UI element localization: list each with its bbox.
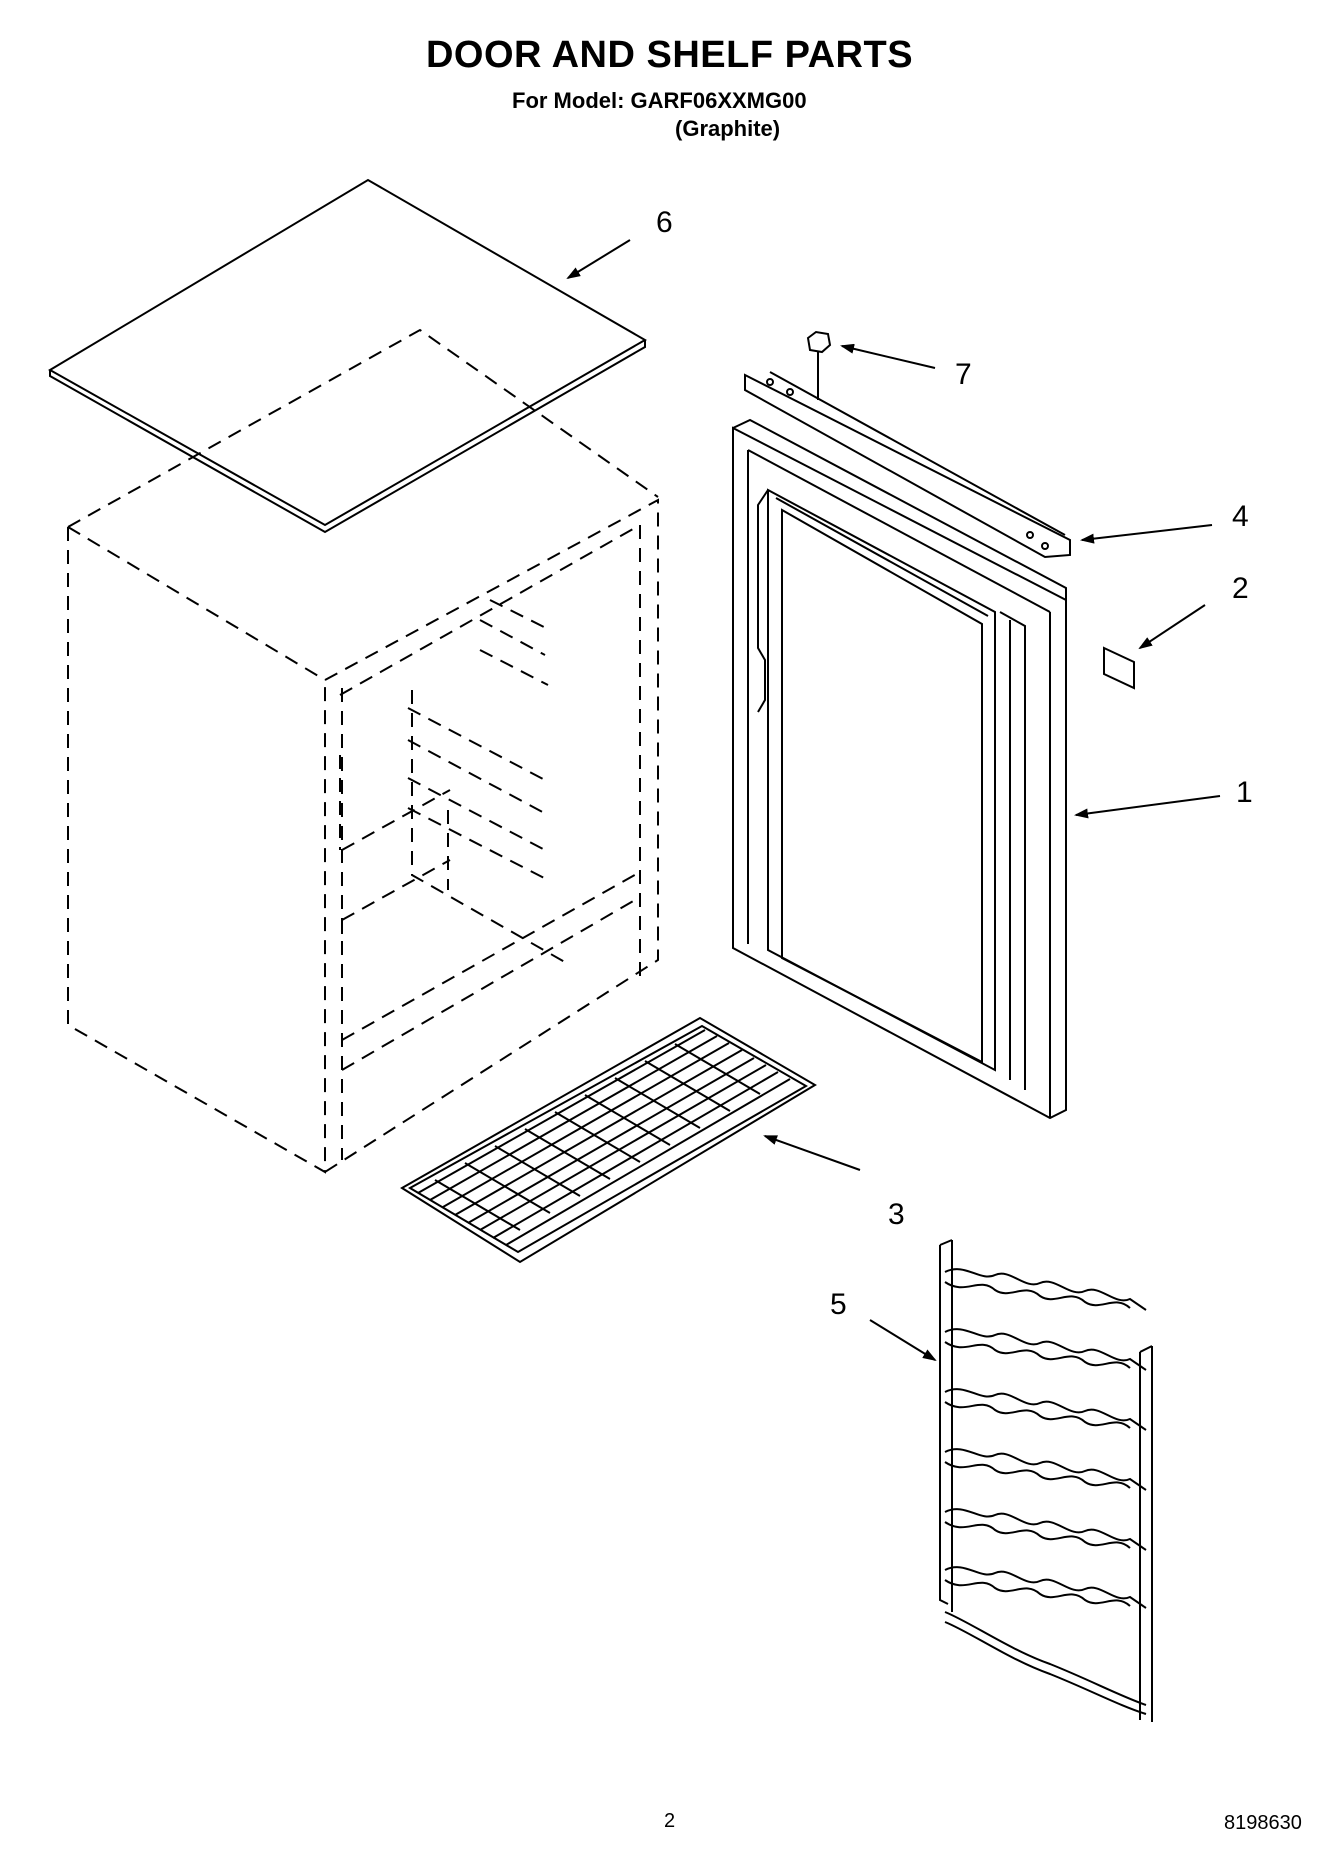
label-part — [1103, 646, 1135, 690]
callout-3: 3 — [888, 1198, 905, 1231]
callout-6: 6 — [656, 206, 673, 239]
leader-6 — [566, 239, 631, 280]
color-label: (Graphite) — [675, 116, 781, 141]
leader-7 — [840, 343, 936, 369]
door-part — [732, 418, 1067, 1120]
cabinet-outline — [67, 328, 659, 1174]
leader-1 — [1074, 795, 1221, 819]
screw-part — [806, 330, 832, 400]
model-label: For Model: GARF06XXMG00 — [512, 88, 807, 113]
wine-rack-part — [939, 1239, 1153, 1722]
leader-5 — [869, 1319, 937, 1362]
leader-2 — [1138, 604, 1206, 650]
leader-3 — [763, 1135, 861, 1171]
callout-2: 2 — [1232, 572, 1249, 605]
callout-5: 5 — [830, 1288, 847, 1321]
leader-4 — [1080, 524, 1213, 544]
hinge-bracket-part — [744, 371, 1071, 559]
page-number: 2 — [664, 1810, 676, 1832]
leader-lines — [566, 239, 1221, 1362]
callout-7: 7 — [955, 358, 972, 391]
top-panel-part — [48, 178, 647, 534]
callout-1: 1 — [1236, 776, 1253, 809]
wire-shelf-part — [400, 1016, 817, 1264]
document-number: 8198630 — [1224, 1812, 1302, 1834]
page-title: DOOR AND SHELF PARTS — [425, 34, 914, 76]
callout-4: 4 — [1232, 500, 1249, 533]
